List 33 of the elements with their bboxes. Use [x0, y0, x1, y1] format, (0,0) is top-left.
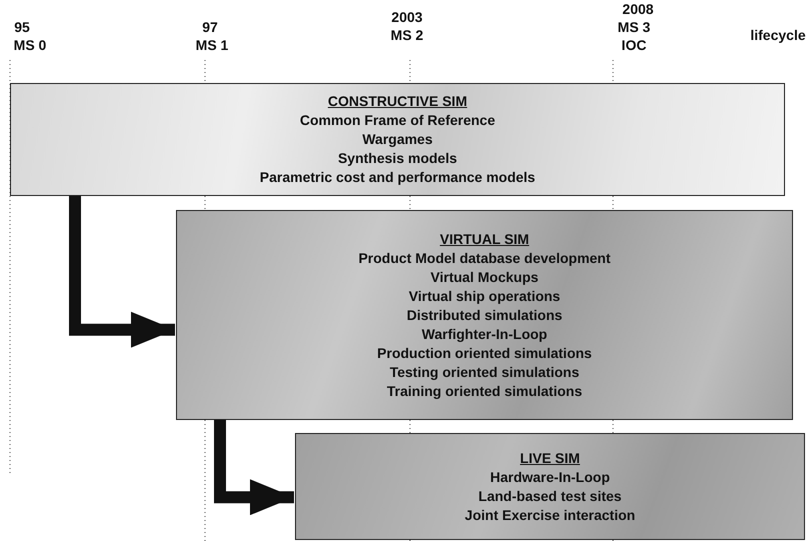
list-item: Training oriented simulations	[386, 382, 582, 400]
list-item: Common Frame of Reference	[300, 111, 496, 130]
box-heading: LIVE SIM	[520, 448, 580, 468]
box-heading: CONSTRUCTIVE SIM	[328, 92, 468, 111]
list-item: Testing oriented simulations	[390, 362, 580, 382]
milestone-label: 2003	[391, 8, 423, 27]
arrow	[214, 420, 294, 516]
list-item: Warfighter-In-Loop	[422, 324, 548, 344]
milestone-label: 97	[202, 18, 218, 37]
milestone-label: IOC	[622, 36, 646, 55]
arrow	[69, 196, 175, 348]
list-item: Virtual ship operations	[408, 286, 560, 306]
box-heading: VIRTUAL SIM	[440, 230, 530, 248]
list-item: Distributed simulations	[406, 306, 562, 324]
list-item: Synthesis models	[338, 149, 458, 168]
list-item: Virtual Mockups	[430, 268, 538, 286]
milestone-label: lifecycle	[750, 26, 806, 45]
process-box	[295, 433, 805, 540]
process-box	[10, 83, 785, 196]
milestone-label: 2008	[622, 0, 654, 19]
list-item: Production oriented simulations	[377, 344, 592, 362]
milestone-label: 95	[14, 18, 30, 37]
milestone-label: MS 0	[14, 36, 46, 55]
list-item: Parametric cost and performance models	[260, 168, 536, 187]
milestone-label: MS 2	[390, 26, 424, 45]
milestone-label: MS 1	[196, 36, 228, 55]
list-item: Joint Exercise interaction	[464, 506, 636, 524]
list-item: Wargames	[362, 130, 433, 149]
list-item: Land-based test sites	[478, 486, 622, 506]
milestone-label: MS 3	[618, 18, 650, 37]
list-item: Hardware-In-Loop	[490, 468, 610, 486]
list-item: Product Model database development	[358, 248, 611, 268]
process-box	[176, 210, 793, 420]
